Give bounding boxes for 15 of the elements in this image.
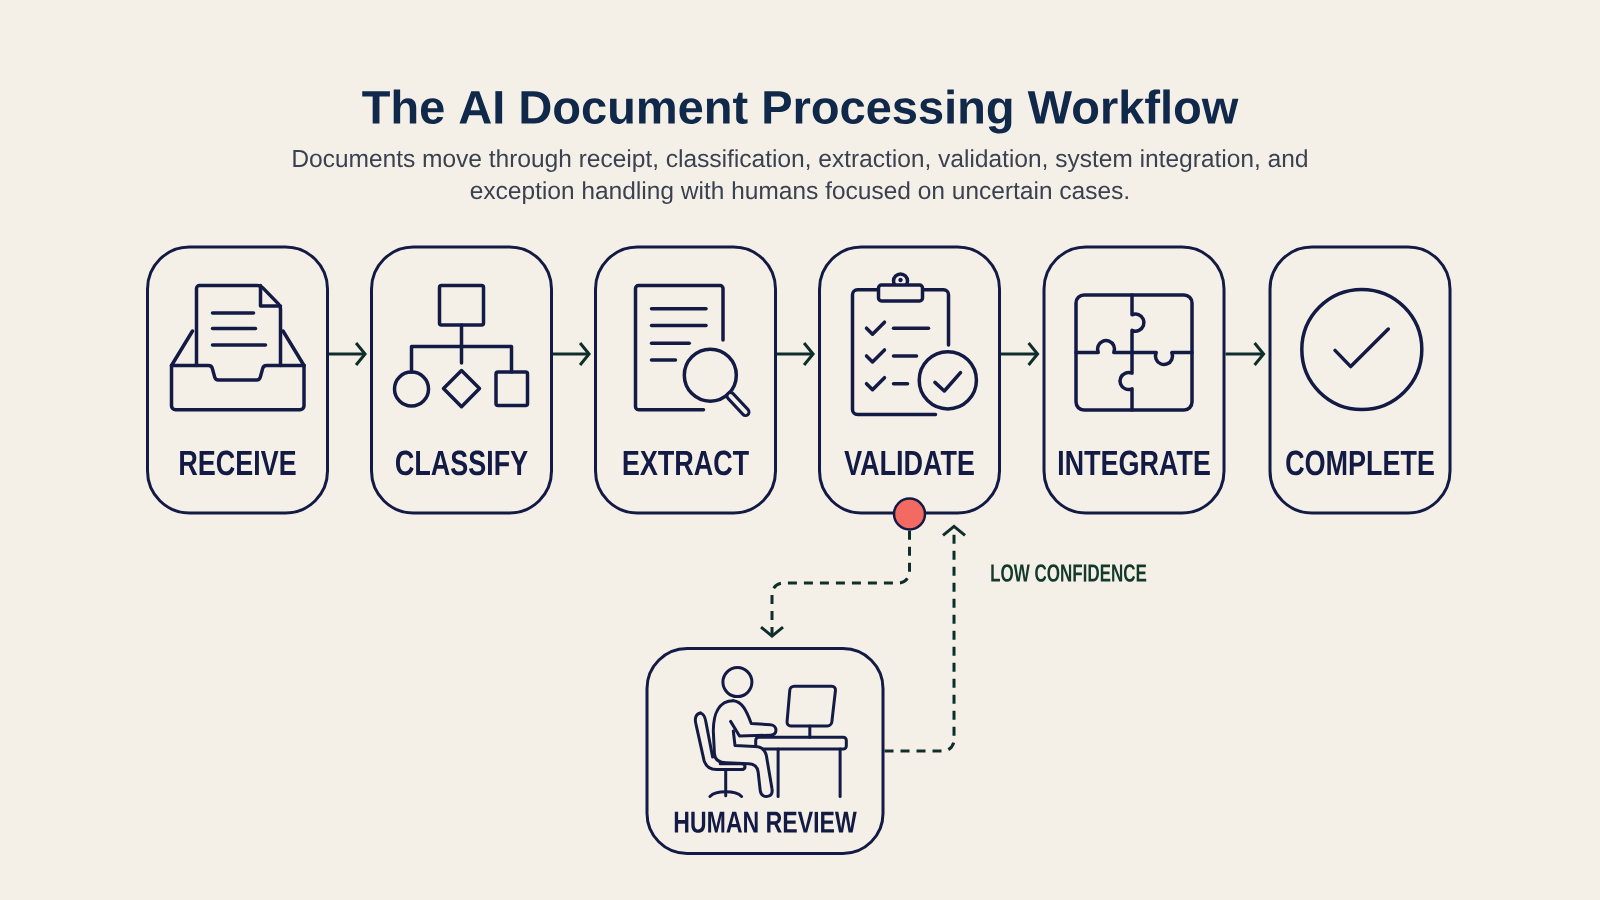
title: The AI Document Processing Workflow — [362, 89, 1239, 134]
step-box: RECEIVE — [146, 245, 329, 515]
arrow — [1225, 342, 1266, 366]
arrow — [777, 342, 815, 366]
arrow — [553, 342, 591, 366]
dashed-arrow — [884, 524, 966, 753]
step-box: CLASSIFY — [370, 245, 553, 515]
arrow — [329, 342, 367, 366]
dashed-arrow — [760, 530, 911, 638]
connector-dot — [892, 497, 927, 531]
step-box: INTEGRATE — [1042, 245, 1226, 515]
subtitle: Documents move through receipt, classification, extraction, validation, system integration, and exception handling with humans focused on uncertain cases. — [293, 149, 1307, 205]
arrow — [1001, 342, 1040, 366]
step-box: COMPLETE — [1268, 245, 1452, 515]
edge-label: LOW CONFIDENCE — [987, 561, 1150, 585]
